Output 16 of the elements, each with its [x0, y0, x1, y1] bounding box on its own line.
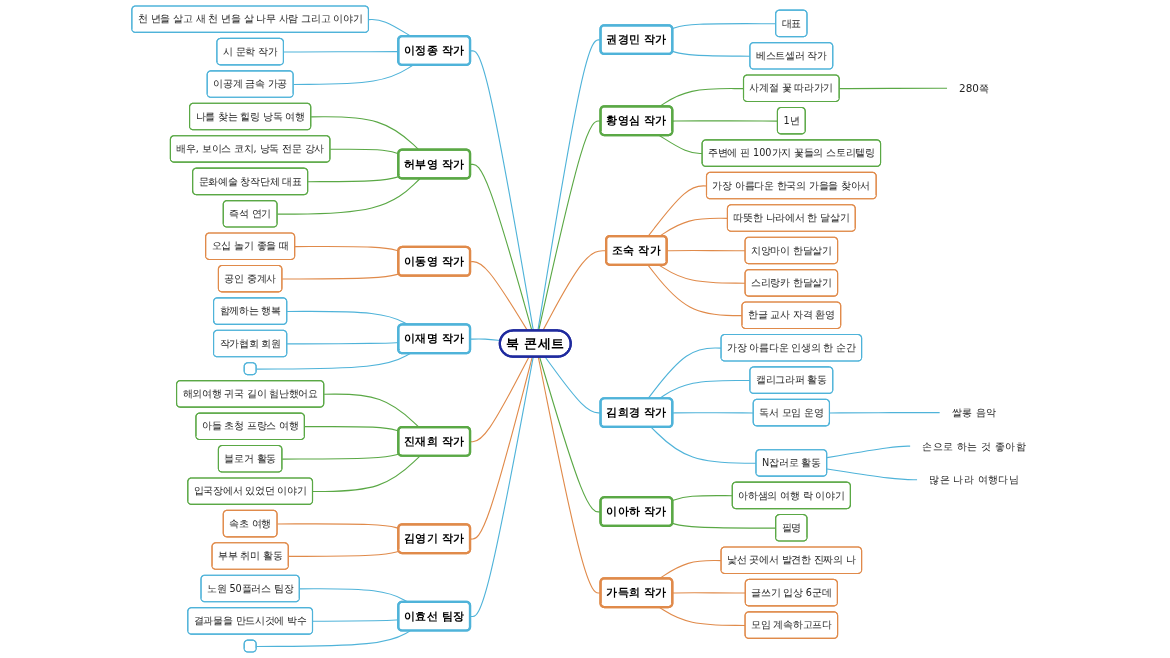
connector	[255, 630, 411, 647]
connector	[312, 455, 421, 493]
node-text: 쌀롱 음악	[951, 406, 997, 419]
connector	[666, 250, 746, 252]
connector	[658, 264, 746, 284]
connector	[288, 550, 400, 557]
connector	[826, 445, 911, 459]
connector	[826, 468, 918, 481]
connector	[829, 412, 941, 414]
node-text: 손으로 하는 것 좋아함	[922, 439, 1027, 452]
connector	[281, 273, 400, 280]
node-text: 많은 나라 여행다님	[929, 473, 1020, 486]
connector	[281, 453, 400, 460]
connector	[323, 393, 420, 428]
node-text: 280쪽	[959, 81, 990, 94]
connector	[307, 176, 400, 183]
